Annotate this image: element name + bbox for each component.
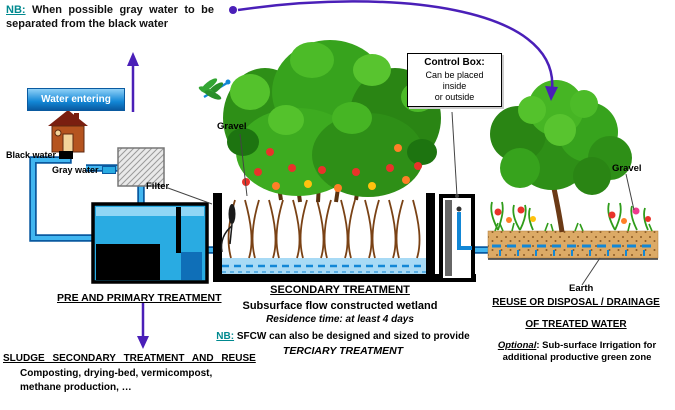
nb-label: NB: xyxy=(6,4,26,16)
control-box-line1: Can be placed xyxy=(425,69,484,80)
arrow-start-dot xyxy=(229,6,237,14)
filter-label: Filter xyxy=(146,181,170,192)
reuse-tree xyxy=(490,80,632,233)
earth-label: Earth xyxy=(569,283,594,294)
plant-roots xyxy=(227,199,421,259)
reuse-title-line2: OF TREATED WATER xyxy=(525,319,627,330)
wetland-flowers xyxy=(242,144,422,192)
bed-flowers xyxy=(494,206,651,224)
gray-water-chip xyxy=(101,166,116,174)
sfcw-note-text: SFCW can also be designed and sized to p… xyxy=(234,331,470,342)
drip-ticks xyxy=(499,250,645,256)
curved-arrow xyxy=(237,0,554,91)
filter-leader xyxy=(167,187,213,205)
gravel-left-label: Gravel xyxy=(217,121,247,132)
control-box-title: Control Box: xyxy=(424,57,485,68)
filter-box xyxy=(117,147,165,187)
secondary-treatment-subtitle: Subsurface flow constructed wetland xyxy=(242,300,438,312)
water-entering-box: Water entering xyxy=(27,88,125,111)
control-box-line2: inside xyxy=(442,80,467,91)
nb-label-2: NB: xyxy=(216,331,235,342)
optional-text: : Sub-surface Irrigation for additional … xyxy=(502,340,657,364)
septic-tank xyxy=(91,202,209,284)
control-box-line3: or outside xyxy=(434,92,475,102)
residence-time-note: Residence time: at least 4 days xyxy=(266,314,414,325)
flow-arrows xyxy=(127,0,558,349)
sludge-title: SLUDGE SECONDARY TREATMENT AND REUSE xyxy=(3,353,256,364)
primary-treatment-title: PRE AND PRIMARY TREATMENT xyxy=(57,292,222,304)
optional-label: Optional xyxy=(497,340,537,351)
gray-water-text: Gray water xyxy=(52,165,99,175)
irrigation-bed xyxy=(487,201,659,260)
control-leader xyxy=(451,111,458,197)
top-note: NB: When possible gray water to be separ… xyxy=(6,3,214,32)
gray-water-label: Gray water xyxy=(52,165,116,175)
earth-leader xyxy=(581,257,601,286)
dragonfly-icon xyxy=(198,78,231,100)
black-water-chip xyxy=(59,151,74,159)
sludge-line1: Composting, drying-bed, vermicompost, xyxy=(20,368,213,379)
under-plants xyxy=(490,201,649,231)
water-entering-label: Water entering xyxy=(41,94,111,105)
wetland-basin xyxy=(213,193,476,282)
black-water-text: Black water xyxy=(6,150,57,160)
gravel-left-leader xyxy=(239,133,248,197)
down-arrowhead xyxy=(137,336,149,349)
curved-arrowhead xyxy=(545,86,558,101)
up-arrowhead xyxy=(127,52,139,66)
black-water-label: Black water xyxy=(6,150,74,160)
reuse-title-line1: REUSE OR DISPOSAL / DRAINAGE xyxy=(492,297,660,308)
cattail-plant xyxy=(220,204,236,253)
terciary-treatment-label: TERCIARY TREATMENT xyxy=(282,345,404,357)
sfcw-note: NB: SFCW can also be designed and sized … xyxy=(198,331,488,342)
secondary-treatment-title: SECONDARY TREATMENT xyxy=(270,284,410,296)
optional-note: Optional: Sub-surface Irrigation for add… xyxy=(484,340,670,365)
top-note-text: When possible gray water to be separated… xyxy=(6,4,214,31)
control-device xyxy=(439,194,475,282)
gravel-right-leader xyxy=(625,173,635,211)
wetland-vegetation xyxy=(223,40,441,203)
sludge-line2: methane production, … xyxy=(20,382,132,393)
house-icon xyxy=(48,110,88,153)
gravel-right-label: Gravel xyxy=(612,163,642,174)
leader-lines xyxy=(167,111,635,286)
control-box-callout: Control Box: Can be placed inside or out… xyxy=(407,53,502,108)
